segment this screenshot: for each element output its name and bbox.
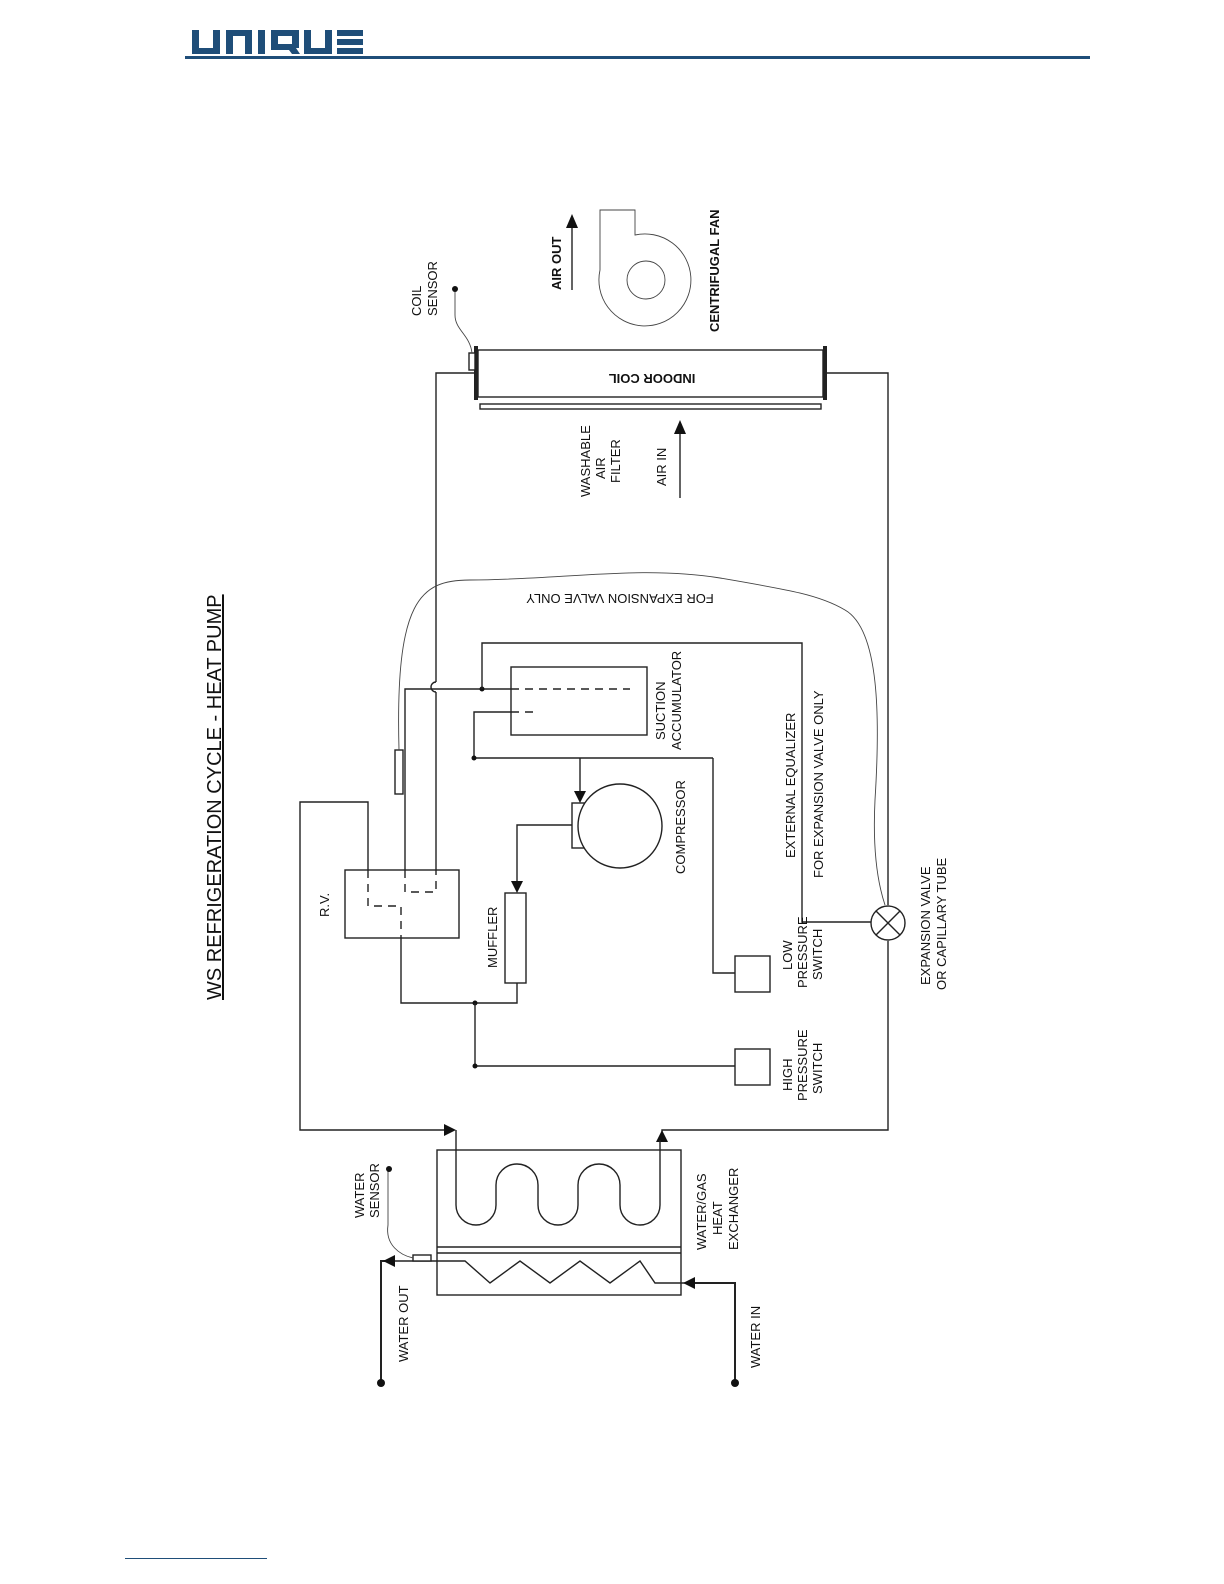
svg-text:EXPANSION VALVE OR CAPILLA: EXPANSION VALVE OR CAPILLARY TUBE bbox=[918, 857, 949, 990]
diagram-title: WS REFRIGERATION CYCLE - HEAT PUMP bbox=[204, 594, 226, 1000]
water-in-line bbox=[683, 1277, 739, 1387]
low-switch-label-3: SWITCH bbox=[810, 929, 825, 980]
svg-text:EXTERNAL EQUALIZER FOR EXP: EXTERNAL EQUALIZER FOR EXPANSION VALVE O… bbox=[783, 690, 826, 878]
compressor bbox=[571, 783, 663, 869]
accumulator-label-1: SUCTION bbox=[653, 682, 668, 741]
air-in-arrow bbox=[674, 420, 686, 498]
air-in-label: AIR IN bbox=[654, 448, 669, 486]
centrifugal-fan-label: CENTRIFUGAL FAN bbox=[707, 209, 722, 332]
low-pressure-switch bbox=[734, 955, 771, 993]
heat-exchanger bbox=[395, 1130, 695, 1296]
svg-text:LOW PRESSURE SWITCH: LOW PRESSURE SWITCH bbox=[780, 913, 825, 988]
svg-text:SUCTION ACCUMULATOR: SUCTION ACCUMULATOR bbox=[653, 651, 684, 750]
footer-rule bbox=[125, 1558, 267, 1559]
high-switch-label-2: PRESSURE bbox=[795, 1029, 810, 1101]
air-out-arrow bbox=[566, 214, 578, 290]
high-pressure-switch bbox=[734, 1048, 771, 1086]
svg-text:HIGH PRESSURE SWITCH: HIGH PRESSURE SWITCH bbox=[780, 1026, 825, 1101]
svg-text:WATER SENSOR: WATER SENSOR bbox=[352, 1163, 382, 1218]
equalizer-label-1: EXTERNAL EQUALIZER bbox=[783, 713, 798, 858]
expansion-valve-label-2: OR CAPILLARY TUBE bbox=[934, 857, 949, 990]
muffler bbox=[504, 892, 527, 984]
washable-air-filter bbox=[479, 403, 822, 410]
water-sensor-label-1: WATER bbox=[352, 1173, 367, 1219]
air-out-label: AIR OUT bbox=[549, 237, 564, 291]
hx-label-3: EXCHANGER bbox=[726, 1168, 741, 1250]
water-in-label: WATER IN bbox=[748, 1306, 763, 1368]
rv-label: R.V. bbox=[317, 893, 332, 917]
centrifugal-fan bbox=[598, 209, 692, 327]
muffler-label: MUFFLER bbox=[485, 907, 500, 968]
water-out-label: WATER OUT bbox=[396, 1285, 411, 1362]
expansion-valve-label-1: EXPANSION VALVE bbox=[918, 866, 933, 985]
filter-label-2: AIR bbox=[593, 457, 608, 479]
coil-sensor-label-1: COIL bbox=[409, 286, 424, 316]
header-rule bbox=[185, 56, 1090, 59]
expansion-only-label: FOR EXPANSION VALVE ONLY bbox=[526, 591, 714, 606]
high-switch-label-1: HIGH bbox=[780, 1059, 795, 1092]
low-switch-label-1: LOW bbox=[780, 940, 795, 970]
equalizer-label-2: FOR EXPANSION VALVE ONLY bbox=[811, 690, 826, 878]
capillary-line bbox=[398, 572, 886, 906]
expansion-valve bbox=[870, 905, 906, 941]
svg-text:WASHABLE AIR FILTER: WASHABLE AIR FILTER bbox=[578, 422, 623, 497]
water-sensor-label-2: SENSOR bbox=[367, 1163, 382, 1218]
water-out-line bbox=[377, 1255, 395, 1387]
svg-text:INDOOR COIL: INDOOR COIL bbox=[609, 371, 696, 386]
svg-text:WATER/GAS HEAT EXCHANG: WATER/GAS HEAT EXCHANGER bbox=[694, 1168, 741, 1250]
indoor-coil: INDOOR COIL bbox=[474, 346, 827, 400]
suction-accumulator bbox=[510, 666, 648, 736]
hx-label-2: HEAT bbox=[710, 1201, 725, 1235]
water-sensor bbox=[386, 1166, 432, 1262]
high-switch-label-3: SWITCH bbox=[810, 1043, 825, 1094]
hx-label-1: WATER/GAS bbox=[694, 1173, 709, 1250]
reversing-valve bbox=[344, 869, 460, 939]
coil-sensor-label-2: SENSOR bbox=[425, 261, 440, 316]
low-switch-label-2: PRESSURE bbox=[795, 916, 810, 988]
unique-logo bbox=[192, 30, 363, 54]
svg-text:COIL SENSOR: COIL SENSOR bbox=[409, 261, 440, 316]
refrigerant-lines bbox=[299, 372, 889, 1142]
filter-label-1: WASHABLE bbox=[578, 425, 593, 497]
compressor-label: COMPRESSOR bbox=[673, 780, 688, 874]
accumulator-label-2: ACCUMULATOR bbox=[669, 651, 684, 750]
filter-label-3: FILTER bbox=[608, 439, 623, 483]
sensing-bulb bbox=[394, 749, 404, 795]
coil-sensor bbox=[452, 286, 476, 371]
